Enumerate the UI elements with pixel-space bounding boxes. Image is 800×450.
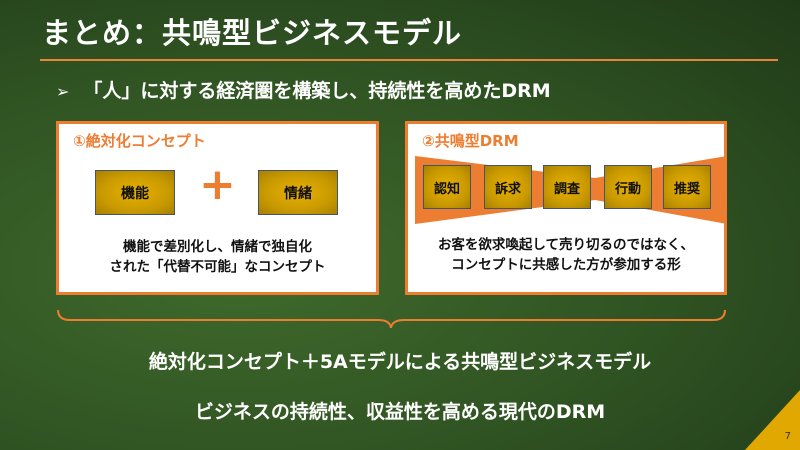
resonant-drm-panel: ②共鳴型DRM 認知 訴求 調査 行動 推奨 お客を欲求喚起して売り切るのではな… [405,121,727,295]
curly-brace [57,309,726,328]
corner-decoration [745,390,800,450]
emotion-box: 情緒 [258,170,338,215]
plus-icon: + [199,159,236,210]
page-number: 7 [784,431,791,442]
panel-title: ②共鳴型DRM [422,132,519,150]
function-box: 機能 [95,170,175,215]
step-awareness: 認知 [423,165,471,209]
step-recommend: 推奨 [663,165,711,209]
title-divider [40,59,778,61]
panel-description-2: コンセプトに共感した方が参加する形 [451,257,681,273]
summary-line-1: 絶対化コンセプト＋5Aモデルによる共鳴型ビジネスモデル [148,351,652,373]
step-research: 調査 [543,165,591,209]
summary-line-2: ビジネスの持続性、収益性を高める現代のDRM [194,401,606,423]
panel-description-1: お客を欲求喚起して売り切るのではなく、 [437,237,695,253]
step-action: 行動 [604,165,652,209]
panel-description-1: 機能で差別化し、情緒で独自化 [123,239,312,255]
arrow-bullet-icon: ➢ [56,82,70,101]
slide-title: まとめ：共鳴型ビジネスモデル [42,16,463,50]
step-appeal: 訴求 [484,165,532,209]
bullet-text: 「人」に対する経済圏を構築し、持続性を高めたDRM [83,80,551,102]
panel-title: ①絶対化コンセプト [73,132,206,150]
absolute-concept-panel: ①絶対化コンセプト 機能 + 情緒 機能で差別化し、情緒で独自化 された「代替不… [56,121,379,295]
panel-description-2: された「代替不可能」なコンセプト [109,259,326,275]
bullet-point: ➢ 「人」に対する経済圏を構築し、持続性を高めたDRM [56,76,551,103]
